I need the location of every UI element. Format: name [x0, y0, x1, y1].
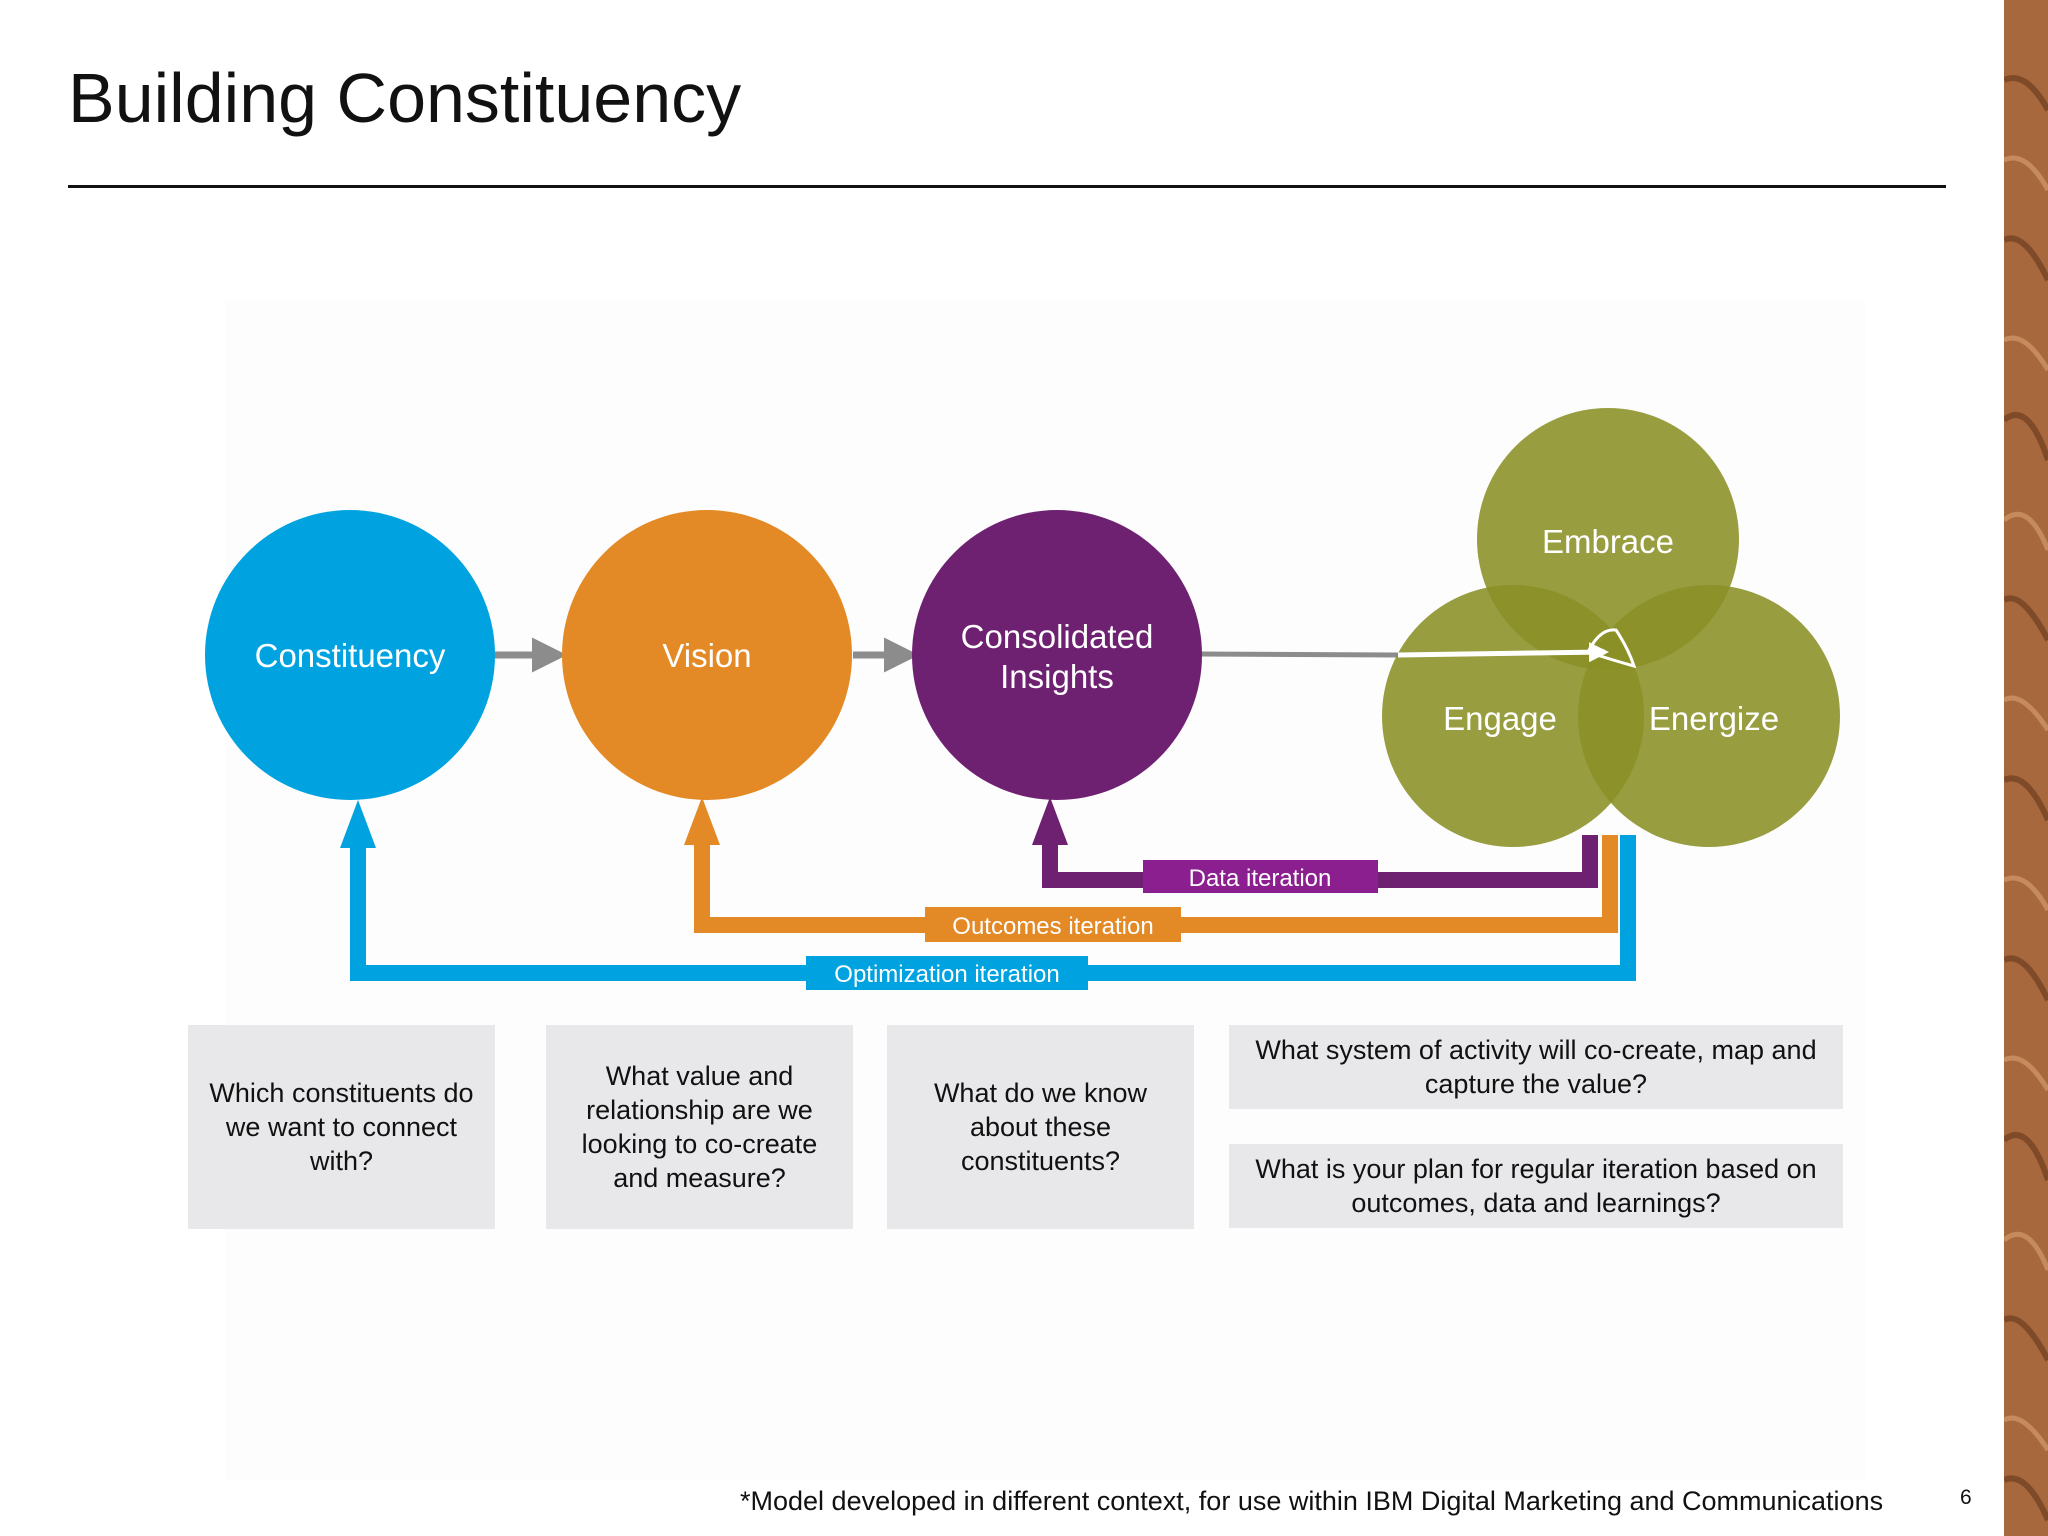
optimization-iteration-label-bg — [806, 956, 1088, 990]
question-box-iteration-plan: What is your plan for regular iteration … — [1229, 1144, 1843, 1228]
constituency-label: Constituency — [255, 637, 446, 674]
outcomes-iteration-label-bg — [925, 907, 1181, 942]
optimization-iteration-label: Optimization iteration — [834, 961, 1059, 988]
title-divider — [68, 185, 1946, 188]
vision-circle — [562, 510, 852, 800]
question-box-constituents: Which constituents do we want to connect… — [188, 1025, 495, 1229]
question-box-value: What value and relationship are we looki… — [546, 1025, 853, 1229]
outcomes-iteration-label: Outcomes iteration — [952, 913, 1153, 940]
question-box-system: What system of activity will co-create, … — [1229, 1025, 1843, 1109]
data-iteration-label: Data iteration — [1189, 865, 1332, 892]
constituency-circle — [205, 510, 495, 800]
insights-label-line1: Consolidated — [961, 618, 1154, 655]
energize-circle — [1578, 585, 1840, 847]
insights-label-line2: Insights — [1000, 658, 1114, 695]
optimization-arrowhead — [340, 800, 376, 848]
outcomes-arrowhead — [684, 797, 720, 845]
white-arrow-into-cluster — [1397, 642, 1609, 663]
vision-label: Vision — [662, 637, 751, 674]
question-box-knowledge: What do we know about these constituents… — [887, 1025, 1194, 1229]
data-iteration-label-bg — [1143, 860, 1378, 893]
connector-insights-to-cluster — [1199, 651, 1401, 658]
footnote: *Model developed in different context, f… — [740, 1486, 1884, 1516]
page-number: 6 — [1960, 1486, 1972, 1509]
slide-title: Building Constituency — [68, 59, 742, 137]
data-arrowhead — [1032, 797, 1068, 845]
consolidated-insights-circle — [912, 510, 1202, 800]
embrace-label: Embrace — [1542, 523, 1674, 560]
engage-label: Engage — [1443, 700, 1557, 737]
cluster-center-cycle-icon — [1585, 628, 1637, 669]
wood-texture-strip — [2004, 0, 2048, 1536]
energize-label: Energize — [1649, 700, 1779, 737]
